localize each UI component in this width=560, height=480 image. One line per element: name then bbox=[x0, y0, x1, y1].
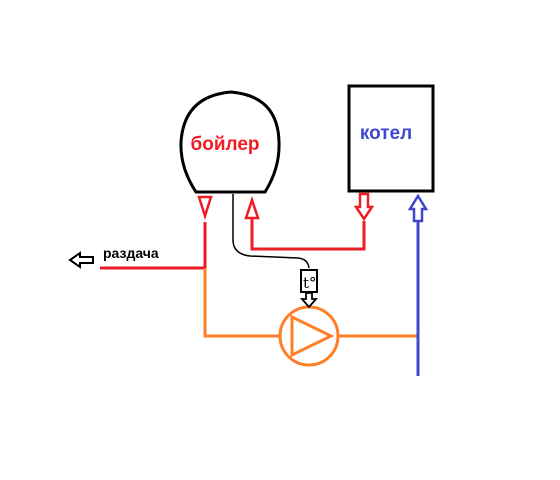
kotel-unit: котел bbox=[347, 84, 435, 193]
boiler-tank: бойлер bbox=[179, 90, 281, 194]
boiler-tank-shape bbox=[179, 90, 281, 194]
kotel-outlet-arrow-icon bbox=[353, 192, 375, 222]
razdacha-label: раздача bbox=[103, 245, 159, 261]
boiler-inlet-arrow-icon bbox=[244, 196, 260, 220]
temperature-sensor-icon bbox=[300, 269, 318, 293]
boiler-outlet-arrow-icon bbox=[197, 195, 213, 221]
boiler-label: бойлер bbox=[190, 134, 259, 155]
kotel-box bbox=[347, 84, 435, 193]
sensor-label: t° bbox=[303, 274, 317, 292]
pump-triangle bbox=[290, 314, 335, 358]
pump-icon bbox=[278, 305, 340, 367]
sensor-arrow-icon bbox=[300, 292, 318, 309]
temperature-sensor: t° bbox=[232, 194, 318, 309]
return-line bbox=[407, 193, 429, 376]
distribution-arrow-icon bbox=[68, 251, 94, 269]
pump-pipe-left bbox=[203, 268, 279, 338]
hot-loop-pipe bbox=[250, 217, 366, 251]
distribution-line: раздача bbox=[68, 195, 213, 270]
kotel-label: котел bbox=[360, 123, 412, 144]
hot-loop-line bbox=[244, 192, 375, 251]
sensor-wire bbox=[232, 194, 310, 269]
kotel-inlet-arrow-icon bbox=[407, 193, 429, 223]
